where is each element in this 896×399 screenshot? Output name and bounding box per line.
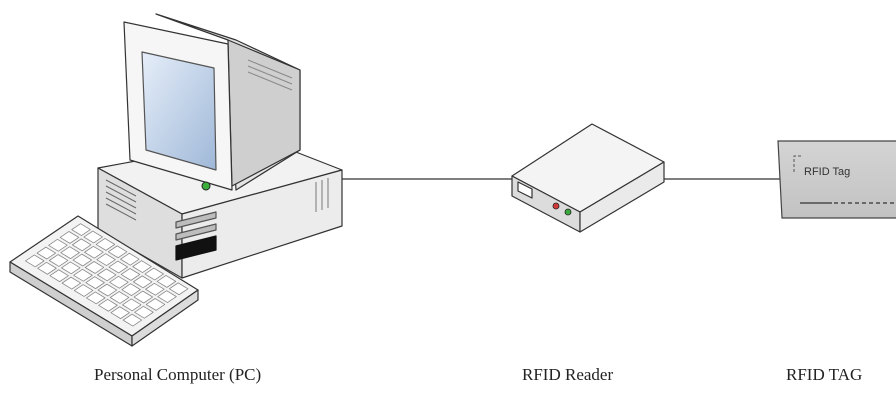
keyboard-key — [133, 290, 154, 304]
desktop-computer-icon — [97, 13, 343, 279]
keyboard-key — [25, 254, 45, 268]
keyboard-key — [121, 283, 141, 297]
keyboard-key — [71, 223, 91, 236]
keyboard-key — [83, 230, 103, 244]
keyboard-key — [36, 246, 57, 260]
keyboard-key — [84, 245, 104, 259]
keyboard-key — [98, 298, 118, 312]
keyboard-key — [109, 291, 130, 304]
tag-caption: RFID TAG — [786, 365, 863, 384]
keyboard-key — [107, 245, 128, 259]
tag-card-label: RFID Tag — [804, 166, 850, 178]
keyboard-key — [73, 268, 93, 282]
keyboard-key — [168, 282, 189, 296]
keyboard-key — [132, 275, 153, 289]
keyboard-key — [145, 298, 166, 311]
keyboard-key — [156, 275, 177, 288]
keyboard-key — [120, 252, 140, 266]
keyboard-key — [49, 269, 69, 283]
keyboard-key — [72, 253, 92, 267]
keyboard-key — [122, 313, 143, 327]
keyboard-key — [71, 238, 92, 252]
keyboard-key — [109, 275, 129, 289]
keyboard-key — [97, 268, 117, 282]
keyboard-key — [48, 238, 68, 252]
reader-caption: RFID Reader — [522, 365, 614, 384]
keyboard-key — [37, 261, 57, 275]
keyboard-icon — [9, 215, 199, 347]
keyboard-key — [122, 298, 142, 312]
keyboard-key — [144, 267, 164, 281]
keyboard-key — [95, 238, 116, 251]
keyboard-key — [132, 260, 152, 273]
keyboard-key — [60, 246, 80, 260]
keyboard-key — [84, 261, 105, 274]
rfid-tag-card-icon: RFID Tag — [777, 140, 896, 219]
keyboard-key — [61, 261, 81, 275]
keyboard-key — [120, 268, 141, 281]
keyboard-key — [96, 253, 116, 266]
keyboard-key — [73, 284, 94, 297]
rfid-reader-icon — [511, 123, 665, 233]
keyboard-key — [61, 276, 82, 290]
keyboard-key — [86, 291, 106, 305]
keyboard-key — [59, 231, 80, 244]
pc-caption: Personal Computer (PC) — [94, 365, 262, 384]
keyboard-key — [157, 290, 177, 303]
keyboard-key — [108, 260, 128, 274]
keyboard-key — [48, 254, 69, 267]
keyboard-key — [134, 305, 154, 319]
keyboard-key — [85, 276, 105, 290]
keyboard-key — [110, 306, 130, 320]
keyboard-key — [97, 283, 118, 297]
keyboard-key — [145, 282, 165, 296]
